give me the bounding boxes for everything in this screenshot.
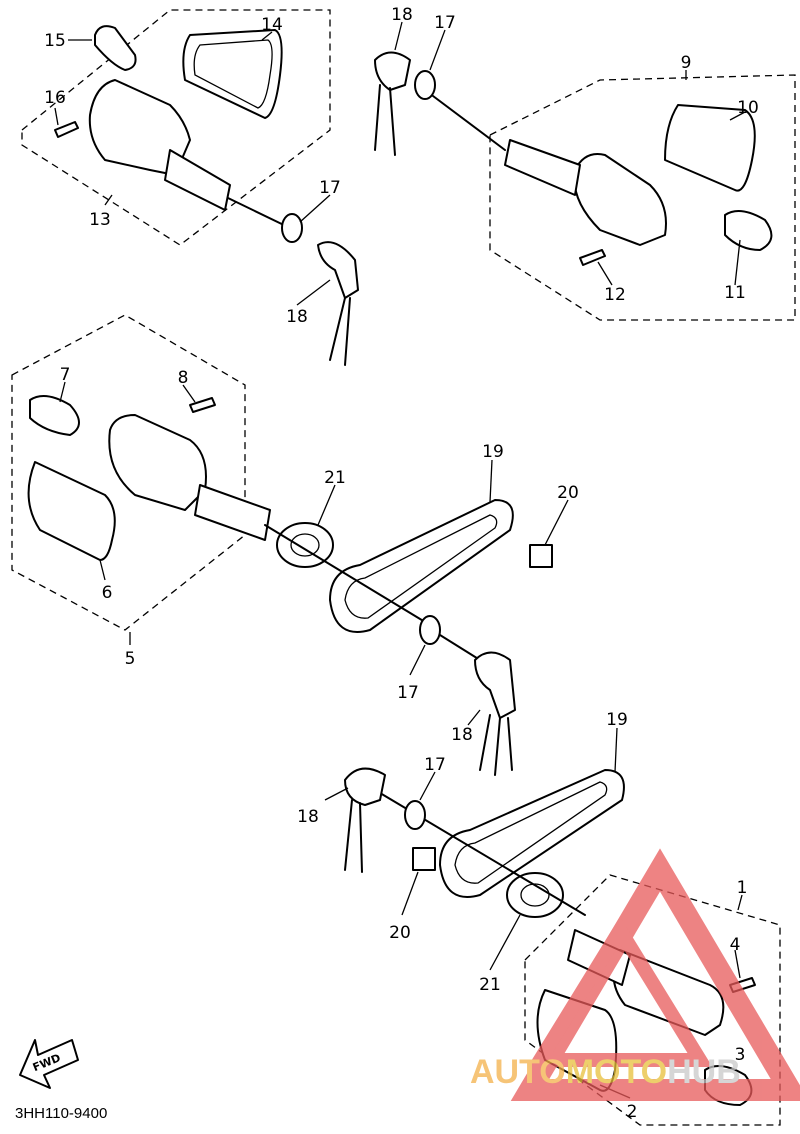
- wire-18c-1: [479, 714, 491, 771]
- shaft-mid: [264, 524, 431, 626]
- lens-10: [664, 104, 756, 192]
- bracket-19a: [329, 499, 514, 633]
- assembly-13-outline: [21, 9, 331, 246]
- stem-13: [164, 149, 231, 211]
- nut-20b: [412, 847, 436, 871]
- middle-bracket-group: [264, 499, 553, 776]
- label-9: 9: [681, 53, 692, 73]
- housing-5: [108, 414, 207, 511]
- drawing-code: 3HH110-9400: [15, 1105, 107, 1122]
- watermark-triangle-logo: [510, 848, 800, 1101]
- lower-bracket-group: [344, 767, 625, 918]
- connector-18a: [317, 241, 359, 299]
- grommet-17a: [281, 213, 303, 243]
- washer-21a: [276, 522, 334, 568]
- housing-13: [88, 79, 191, 176]
- label-11: 11: [724, 283, 746, 303]
- watermark-text: AUTOMOTOHUB: [470, 1053, 741, 1091]
- lens-14: [182, 29, 283, 119]
- leader-lines: [54, 21, 746, 1099]
- wire-13: [227, 197, 291, 229]
- connector-18b: [374, 51, 411, 91]
- connector-18d: [344, 767, 386, 806]
- housing-9: [573, 153, 667, 246]
- label-18b: 18: [391, 5, 413, 25]
- assembly-9-group: [374, 51, 796, 321]
- connector-18c: [474, 651, 516, 719]
- label-17b: 17: [434, 13, 456, 33]
- label-16: 16: [44, 88, 66, 108]
- bulb-11: [724, 210, 773, 251]
- label-21b: 21: [479, 975, 501, 995]
- wire-18a-2: [344, 297, 351, 366]
- label-18c: 18: [451, 725, 473, 745]
- label-18d: 18: [297, 807, 319, 827]
- stem-5: [194, 484, 271, 541]
- grommet-17b: [414, 70, 436, 100]
- label-12: 12: [604, 285, 626, 305]
- bulb-7: [29, 395, 80, 436]
- label-4: 4: [730, 935, 741, 955]
- screw-16: [54, 121, 79, 138]
- automotohub-watermark: AUTOMOTOHUB: [470, 848, 800, 1101]
- assembly-9-outline: [489, 74, 796, 321]
- assembly-5-outline: [11, 314, 246, 631]
- wire-18c-2: [494, 717, 501, 776]
- label-14: 14: [261, 15, 283, 35]
- label-21a: 21: [324, 468, 346, 488]
- label-20a: 20: [557, 483, 579, 503]
- label-5: 5: [125, 649, 136, 669]
- assembly-1-outline: [524, 874, 781, 1126]
- wire-18b-2: [389, 87, 396, 156]
- label-1: 1: [737, 878, 748, 898]
- watermark-part2: MOTO: [566, 1053, 667, 1091]
- bracket-19b: [439, 769, 625, 898]
- label-2: 2: [627, 1102, 638, 1122]
- screw-8: [189, 397, 216, 413]
- fwd-arrow: FWD: [19, 1039, 79, 1089]
- label-10: 10: [737, 98, 759, 118]
- label-19b: 19: [606, 710, 628, 730]
- wire-18d-2: [359, 802, 363, 873]
- label-19a: 19: [482, 442, 504, 462]
- wire-18b-1: [374, 84, 381, 151]
- grommet-17d: [404, 800, 426, 830]
- wire-18d-1: [344, 799, 353, 871]
- nut-20a: [529, 544, 553, 568]
- bulb-15: [94, 25, 137, 71]
- assembly-5-group: [11, 314, 271, 631]
- label-17d: 17: [424, 755, 446, 775]
- label-8: 8: [178, 368, 189, 388]
- part-labels: 1 2 3 4 5 6 7 8 9 10 11 12 13 14 15 16 1…: [44, 5, 759, 1122]
- lens-6: [27, 461, 116, 561]
- label-17c: 17: [397, 683, 419, 703]
- label-17a: 17: [319, 178, 341, 198]
- wire-mid: [439, 634, 481, 661]
- label-20b: 20: [389, 923, 411, 943]
- assembly-13-group: [21, 9, 359, 366]
- grommet-17c: [419, 615, 441, 645]
- label-6: 6: [102, 583, 113, 603]
- label-3: 3: [735, 1045, 746, 1065]
- wire-18c-3: [507, 717, 513, 771]
- washer-21b: [506, 872, 564, 918]
- label-7: 7: [60, 365, 71, 385]
- watermark-part1: AUTO: [470, 1053, 566, 1091]
- watermark-part3: HUB: [667, 1053, 741, 1091]
- stem-9: [504, 139, 581, 196]
- wire-9: [424, 89, 506, 151]
- wire-18a-1: [329, 297, 346, 361]
- label-15: 15: [44, 31, 66, 51]
- screw-12: [579, 249, 606, 266]
- label-13: 13: [89, 210, 111, 230]
- label-18a: 18: [286, 307, 308, 327]
